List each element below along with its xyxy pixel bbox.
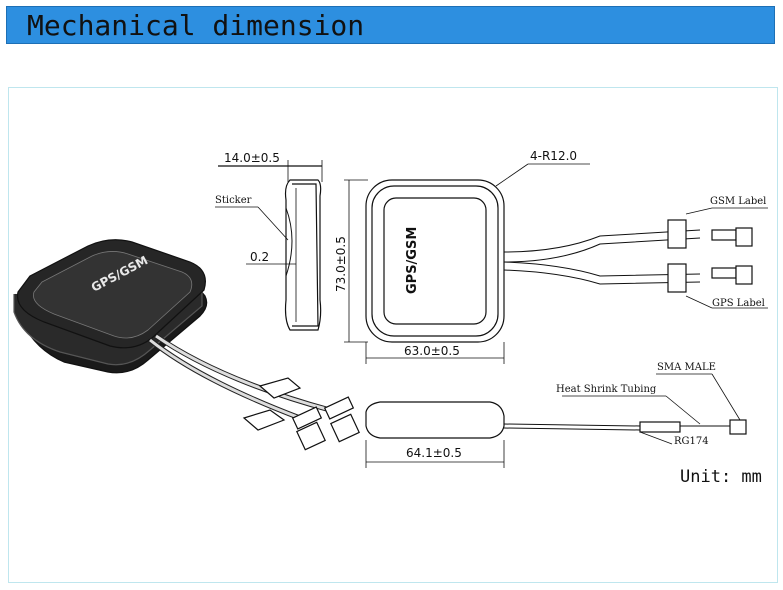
drawing-frame	[8, 87, 778, 583]
label-sticker: Sticker	[215, 195, 252, 206]
dim-width: 63.0±0.5	[404, 344, 460, 358]
dim-thickness: 14.0±0.5	[224, 151, 280, 165]
top-view: GPS/GSM	[344, 163, 768, 364]
side-view	[215, 160, 323, 331]
dim-corner-radius: 4-R12.0	[530, 149, 577, 163]
header-bar: Mechanical dimension	[6, 6, 775, 44]
label-gps: GPS Label	[712, 298, 765, 309]
profile-view	[365, 373, 747, 468]
antenna-3d-view: GPS/GSM	[13, 239, 360, 451]
label-sma-male: SMA MALE	[657, 362, 716, 373]
label-cable: RG174	[674, 436, 709, 447]
dim-side-length: 64.1±0.5	[406, 446, 462, 460]
dim-height: 73.0±0.5	[334, 236, 348, 292]
label-gsm: GSM Label	[710, 196, 766, 207]
unit-label: Unit: mm	[680, 467, 762, 487]
label-heat-shrink: Heat Shrink Tubing	[556, 384, 657, 395]
dim-sticker: 0.2	[250, 250, 269, 264]
product-label-top: GPS/GSM	[405, 227, 420, 294]
page-title: Mechanical dimension	[27, 9, 365, 42]
